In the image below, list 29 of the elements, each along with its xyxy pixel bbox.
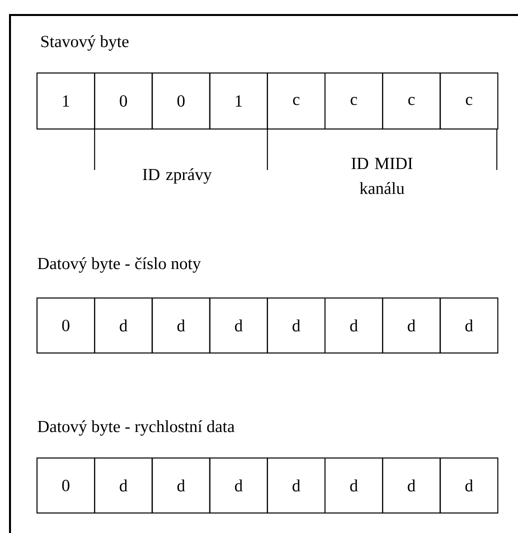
- byte-heading: Datový byte - číslo noty: [38, 257, 201, 273]
- bit-cell: d: [382, 458, 441, 514]
- bit-cell: d: [152, 298, 210, 354]
- bit-cell: 1: [36, 72, 96, 130]
- bit-cell: 0: [36, 458, 96, 514]
- bit-group-label: ID MIDI kanálu: [352, 158, 412, 194]
- bit-cell: d: [266, 458, 326, 514]
- bit-cell: d: [209, 298, 268, 354]
- bit-cell: d: [266, 298, 326, 354]
- bit-cell: c: [324, 72, 384, 130]
- bit-cell: d: [94, 298, 153, 354]
- bit-cell: 0: [152, 72, 210, 130]
- byte-heading: Stavový byte: [41, 35, 129, 51]
- bit-cell: c: [266, 72, 326, 130]
- byte-heading: Datový byte - rychlostní data: [38, 420, 235, 436]
- bit-cell: d: [324, 458, 384, 514]
- bit-cell: d: [382, 298, 441, 354]
- bit-cell: d: [94, 458, 153, 514]
- bit-cell: 0: [36, 298, 96, 354]
- bit-cell: d: [152, 458, 210, 514]
- bit-cell: d: [440, 458, 498, 514]
- bit-cell: d: [209, 458, 268, 514]
- bit-cell: 0: [94, 72, 153, 130]
- bit-group-label: ID zprávy: [142, 168, 212, 184]
- bit-cell: c: [440, 72, 498, 130]
- bit-cell: d: [440, 298, 498, 354]
- bit-cell: 1: [209, 72, 268, 130]
- bit-cell: d: [324, 298, 384, 354]
- bit-cell: c: [382, 72, 441, 130]
